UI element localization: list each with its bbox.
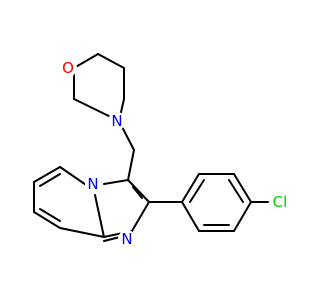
bond-c5-c6-double <box>39 173 61 187</box>
bond-aryl-4 <box>233 201 252 232</box>
bond-c8-c8a <box>59 227 105 238</box>
imidazole-nitrogen-atom: N <box>118 230 136 248</box>
bond-morpholine-1 <box>73 53 99 69</box>
bond-c3-c2-double <box>132 186 143 199</box>
bond-c8a-n-bridgehead <box>94 194 105 238</box>
bond-c3-n-bridgehead <box>103 179 129 185</box>
bonds <box>33 53 269 242</box>
morpholine-nitrogen-atom: N <box>108 112 126 130</box>
oxygen-atom: O <box>59 59 77 77</box>
bond-aryl-3-double <box>228 179 244 203</box>
molecule-structure: O N N N Cl <box>33 53 290 248</box>
chlorine-label: Cl <box>273 193 288 211</box>
bond-c7-c8-double <box>39 208 61 222</box>
bond-c7-c8 <box>33 211 61 229</box>
atom-labels: O N N N Cl <box>59 59 290 248</box>
bond-ch2-c3 <box>127 149 135 181</box>
oxygen-label: O <box>62 59 74 77</box>
bond-c2-n-imidazole <box>131 201 150 232</box>
bridgehead-nitrogen-label: N <box>87 175 98 193</box>
imidazole-nitrogen-label: N <box>121 230 132 248</box>
bond-c5-c6 <box>33 166 61 183</box>
bond-aryl-3 <box>233 173 252 203</box>
morpholine-nitrogen-label: N <box>111 112 122 130</box>
bond-morpholine-2 <box>97 53 125 69</box>
bond-c3-c2 <box>127 179 150 203</box>
bond-aryl-6 <box>181 201 200 232</box>
bond-aryl-1 <box>181 173 200 203</box>
chlorine-atom: Cl <box>270 192 290 212</box>
bridgehead-nitrogen-atom: N <box>85 175 101 193</box>
bond-aryl-1-double <box>189 179 205 203</box>
